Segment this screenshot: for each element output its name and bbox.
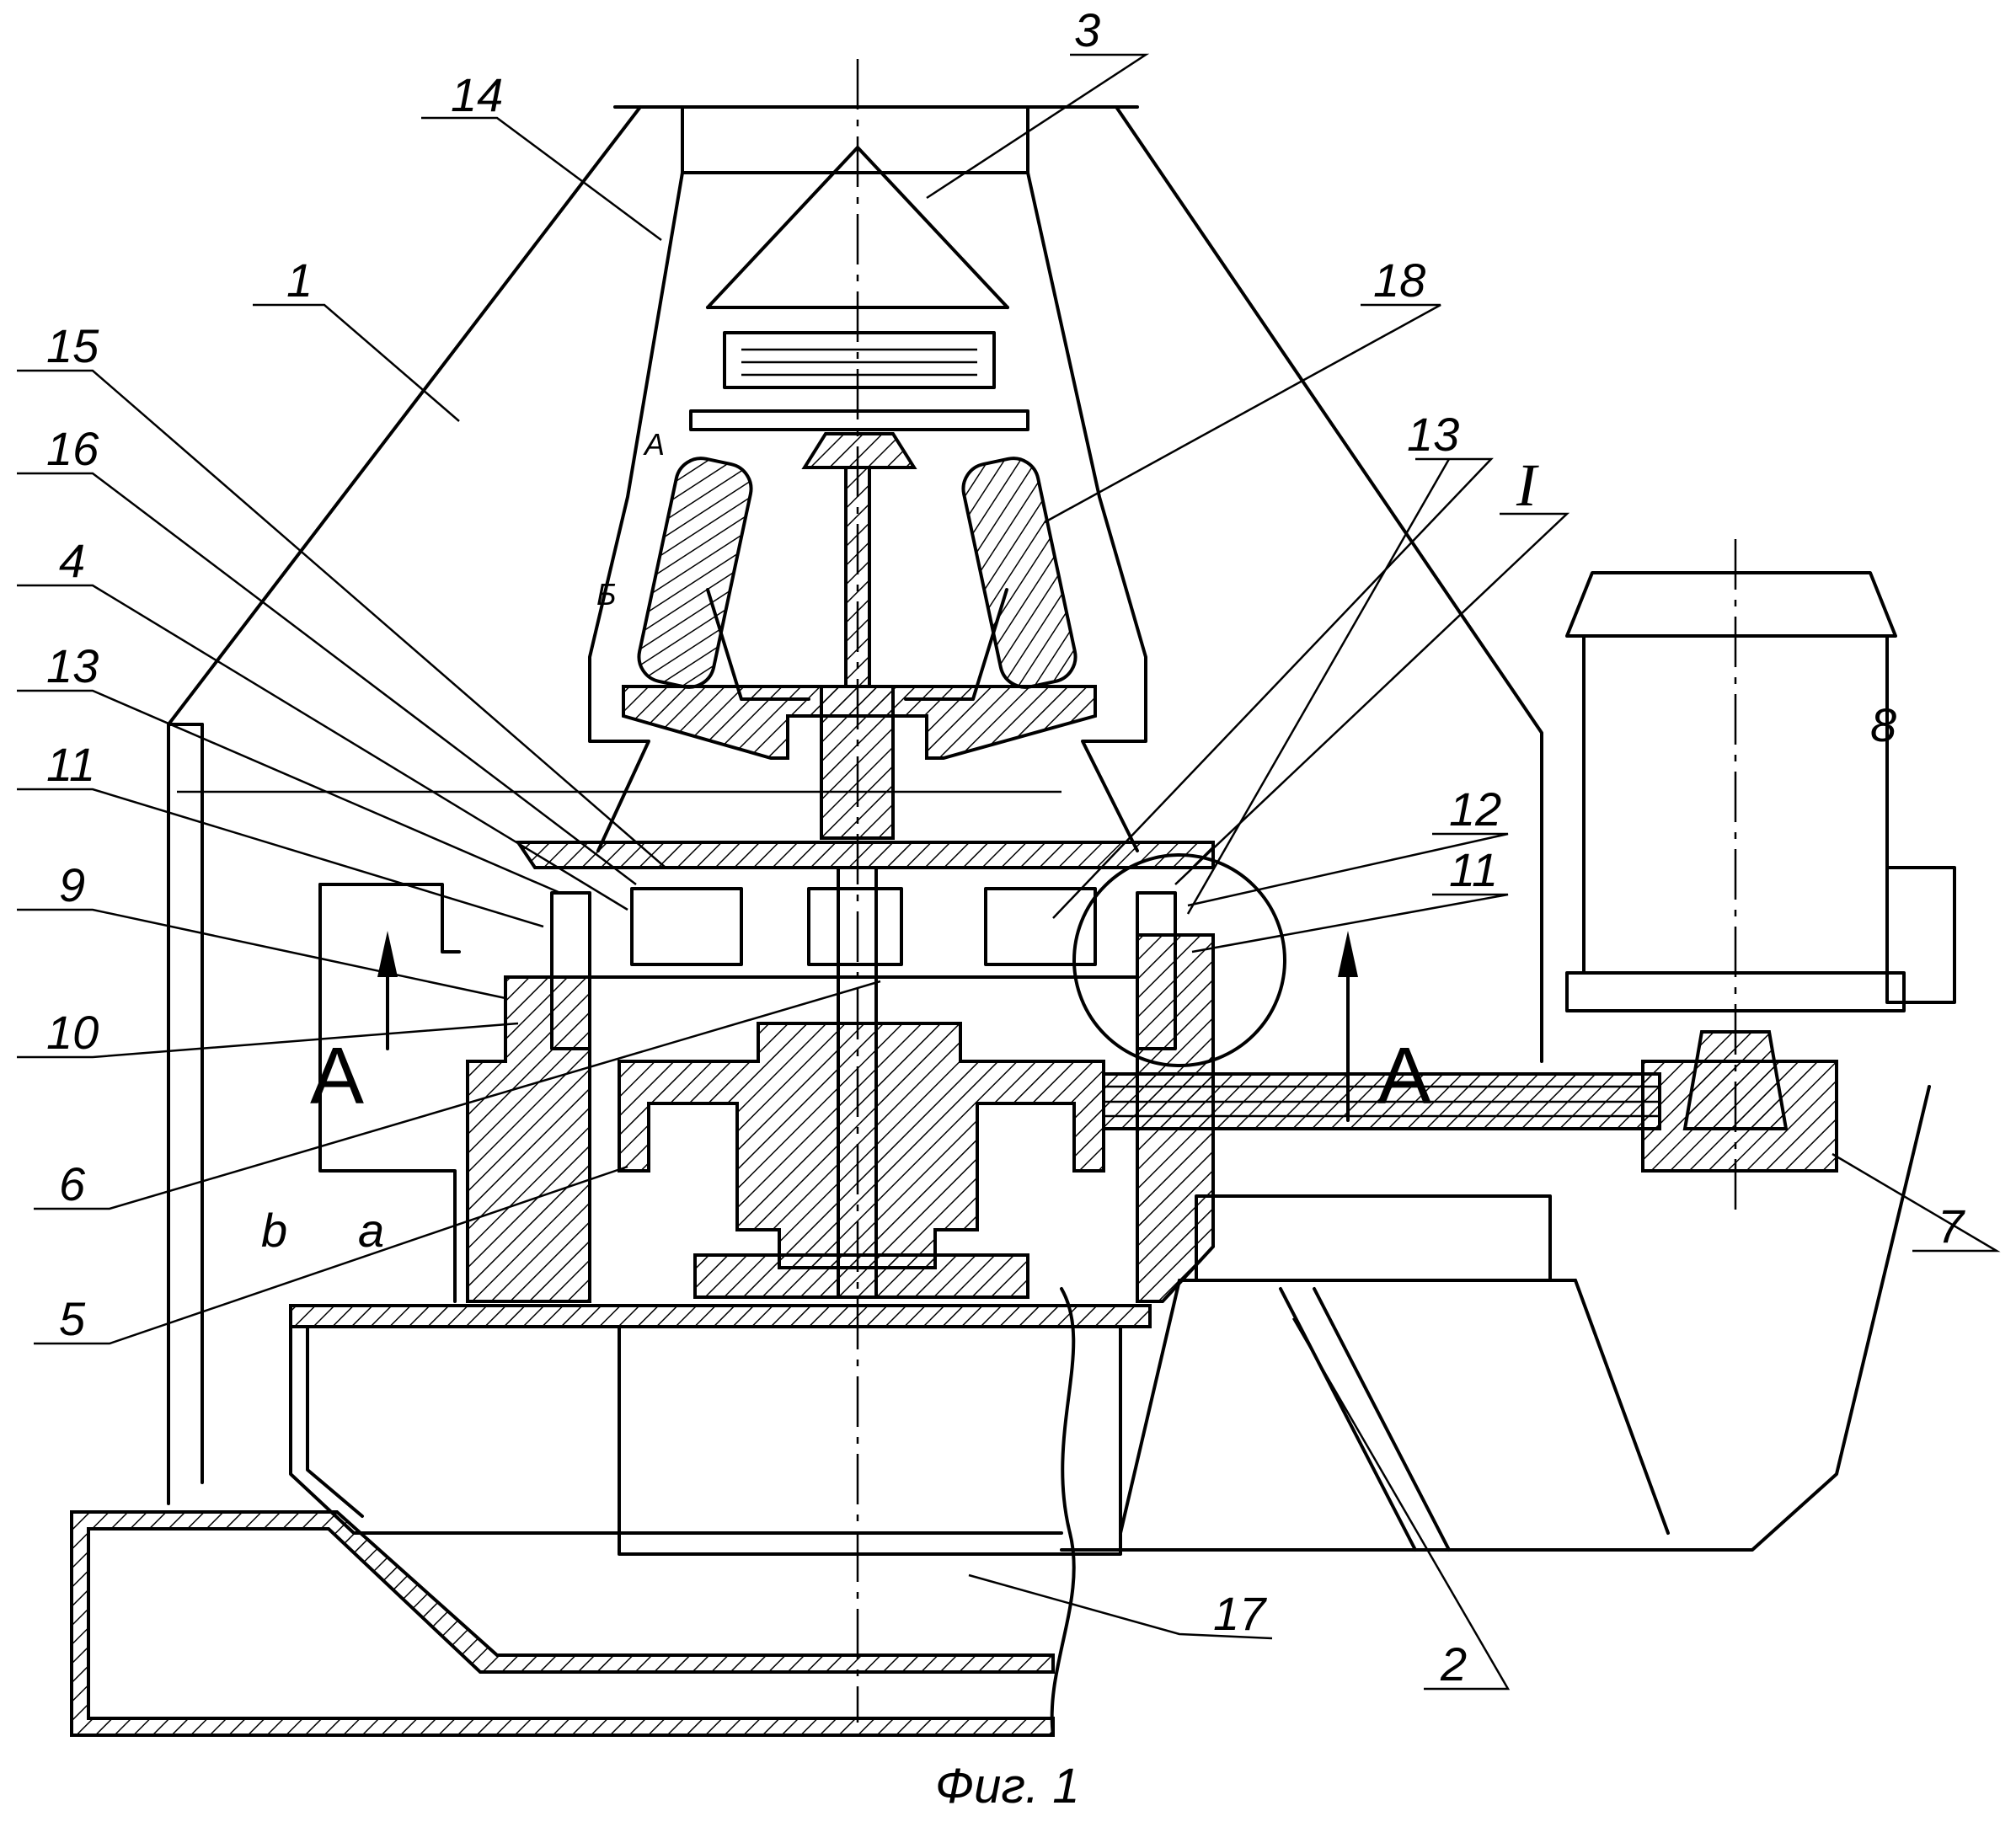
callout-6: 6 bbox=[59, 1157, 86, 1210]
callout-18: 18 bbox=[1373, 254, 1425, 307]
callout-7: 7 bbox=[1938, 1199, 1965, 1253]
callout-11-left: 11 bbox=[46, 738, 95, 791]
motor bbox=[1567, 573, 1955, 1129]
callout-8: 8 bbox=[1870, 698, 1896, 751]
callout-3: 3 bbox=[1074, 3, 1100, 56]
callout-13-left: 13 bbox=[46, 639, 99, 692]
callout-15: 15 bbox=[46, 319, 99, 372]
zone-label-a: a bbox=[358, 1204, 384, 1257]
callout-14: 14 bbox=[451, 68, 503, 121]
callout-1: 1 bbox=[286, 254, 313, 307]
callout-detail-I: I bbox=[1516, 451, 1539, 519]
zone-label-upper-a: A bbox=[643, 427, 665, 462]
callout-9: 9 bbox=[59, 858, 85, 911]
callout-17: 17 bbox=[1213, 1587, 1267, 1640]
section-mark-left: A bbox=[310, 1031, 364, 1121]
callout-4: 4 bbox=[59, 534, 85, 587]
discharge-chute bbox=[72, 1289, 1074, 1735]
callout-13-right: 13 bbox=[1407, 408, 1459, 461]
callout-12: 12 bbox=[1449, 783, 1501, 836]
callout-2: 2 bbox=[1440, 1637, 1467, 1691]
zone-label-b: b bbox=[261, 1204, 287, 1257]
callout-5: 5 bbox=[59, 1292, 86, 1345]
leader-lines bbox=[17, 55, 1997, 1689]
zone-label-upper-b: Б bbox=[596, 577, 616, 612]
rotor-hub bbox=[619, 868, 1104, 1297]
callout-10: 10 bbox=[46, 1006, 99, 1059]
figure-caption: Фиг. 1 bbox=[935, 1759, 1079, 1814]
section-mark-right: A bbox=[1377, 1031, 1431, 1121]
callout-11-right: 11 bbox=[1449, 843, 1498, 896]
callout-16: 16 bbox=[46, 422, 99, 475]
base-plate bbox=[291, 1306, 1150, 1554]
distributor-disc bbox=[623, 686, 1095, 838]
